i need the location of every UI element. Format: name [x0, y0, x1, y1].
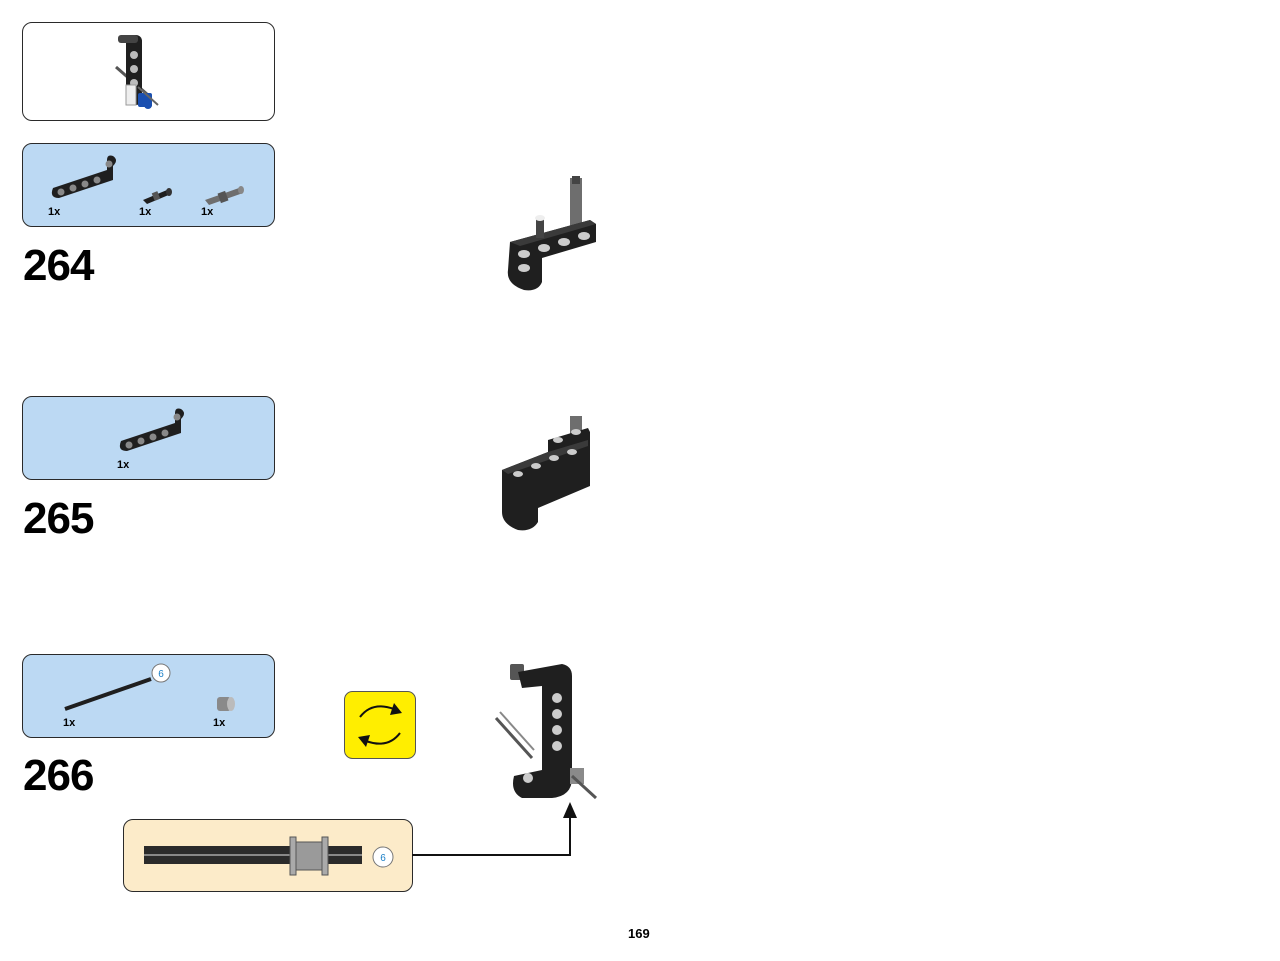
part-quantity: 1x	[139, 206, 152, 218]
grey-axle-pin-icon	[205, 186, 244, 205]
step-265-model-image	[502, 416, 590, 531]
previous-step-callout	[22, 22, 275, 121]
part-quantity: 1x	[63, 717, 76, 729]
callout-arrow	[412, 802, 577, 856]
step-number: 264	[23, 241, 94, 290]
part-quantity: 1x	[201, 206, 214, 218]
black-pin-icon	[143, 188, 172, 204]
step-number: 266	[23, 751, 94, 800]
step-264-model-image	[507, 176, 596, 291]
parts-list-step-264: 1x 1x 1x	[22, 143, 275, 227]
part-quantity: 1x	[117, 459, 130, 471]
axle-length-badge: 6	[151, 663, 171, 683]
step-266-model-image	[494, 664, 598, 800]
axle-callout: 6	[123, 819, 413, 892]
svg-text:6: 6	[158, 669, 164, 680]
step-number: 265	[23, 494, 94, 543]
page-number: 169	[628, 926, 650, 941]
parts-list-step-266: 6 1x 1x	[22, 654, 275, 738]
part-quantity: 1x	[48, 206, 61, 218]
axle-with-bush-image	[144, 836, 362, 876]
rotate-model-icon	[344, 691, 416, 759]
submodel-preview-image	[115, 35, 159, 109]
svg-text:6: 6	[380, 853, 386, 864]
part-quantity: 1x	[213, 717, 226, 729]
black-axle-icon	[64, 677, 152, 711]
l-shaped-beam-icon	[119, 408, 184, 451]
bush-icon	[217, 697, 235, 711]
l-shaped-beam-icon	[51, 155, 116, 198]
parts-list-step-265: 1x	[22, 396, 275, 480]
axle-length-badge: 6	[372, 846, 394, 868]
